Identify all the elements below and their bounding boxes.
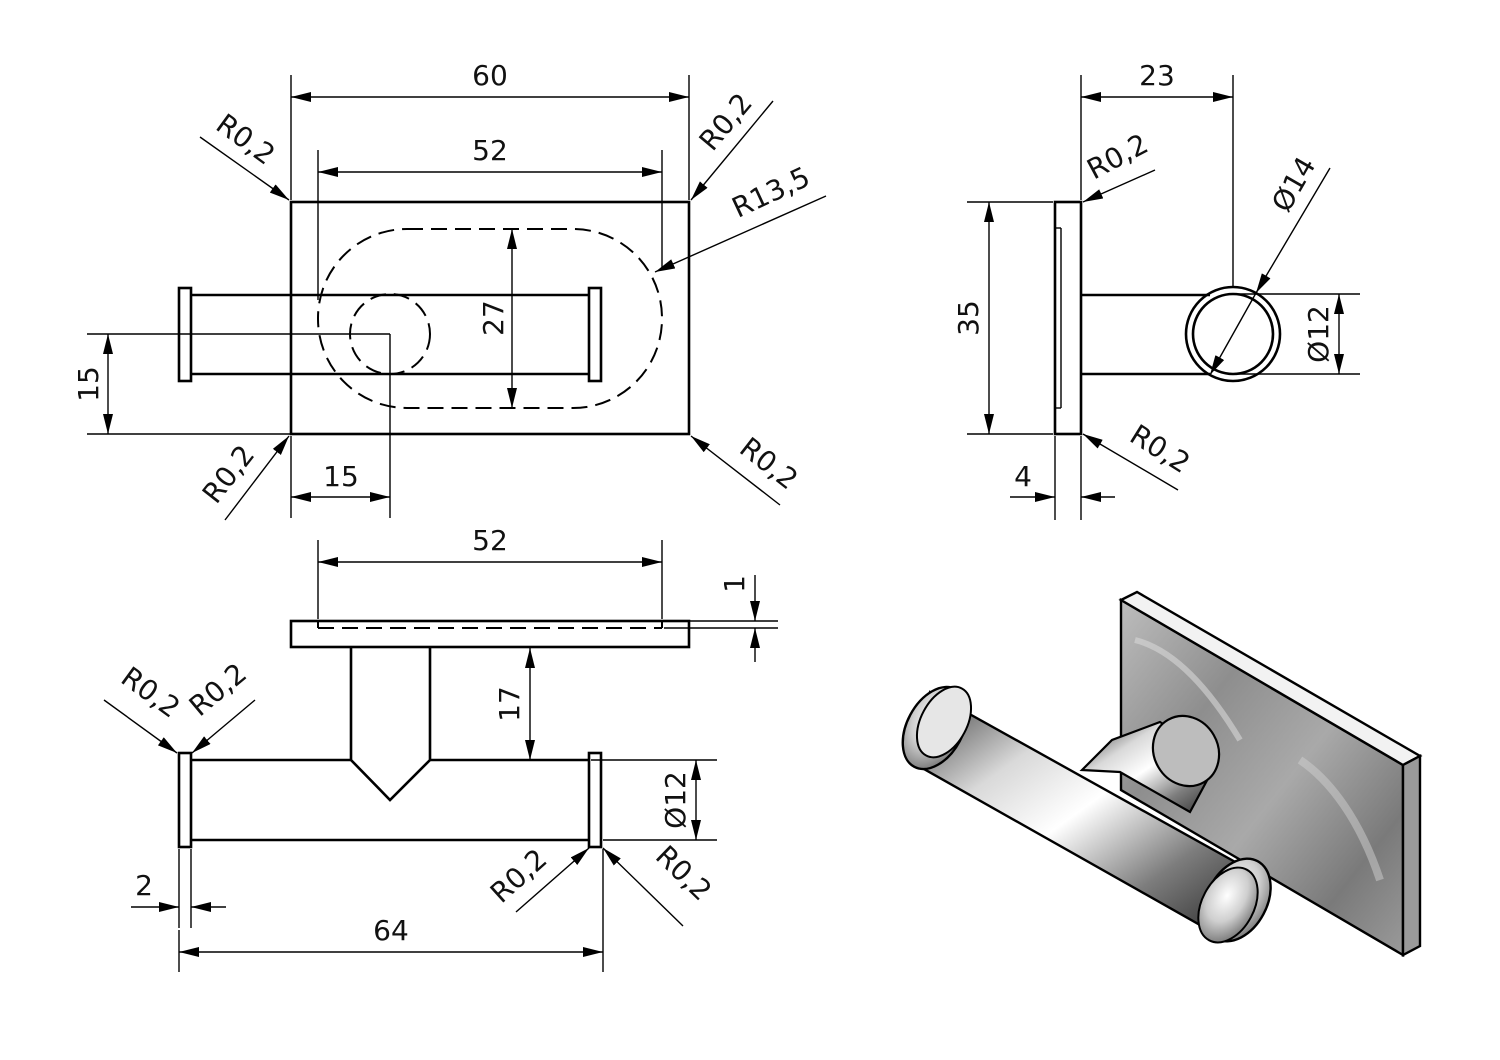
front-view-plate xyxy=(289,619,691,649)
dim-width-60: 60 xyxy=(472,59,508,92)
dim-rod-offset-15-h: 15 xyxy=(323,460,359,493)
dim-front-corner-ul-1: R0,2 xyxy=(115,660,186,724)
dim-inner-diameter: Ø12 xyxy=(1302,305,1335,363)
dim-corner-tl: R0,2 xyxy=(210,107,281,171)
top-view-plate xyxy=(289,200,691,436)
iso-plate-side xyxy=(1401,754,1422,957)
dim-side-corner-bottom: R0,2 xyxy=(1124,418,1196,480)
top-view-slot xyxy=(317,228,663,409)
front-view-cap-left xyxy=(177,751,193,849)
dim-slot-radius: R13,5 xyxy=(727,160,815,224)
dim-rod-length-64: 64 xyxy=(373,914,409,947)
dim-plate-thickness-4: 4 xyxy=(1014,460,1032,493)
dim-recess-52: 52 xyxy=(472,524,508,557)
dim-cap-thickness-2: 2 xyxy=(135,869,153,902)
dim-side-corner-top: R0,2 xyxy=(1082,127,1154,186)
dim-front-corner-ul-2: R0,2 xyxy=(183,657,253,723)
dim-front-corner-lr-2: R0,2 xyxy=(649,839,718,907)
side-view: 23 35 4 Ø14 Ø12 R0,2 R0,2 xyxy=(952,59,1360,520)
front-view-stem xyxy=(349,648,432,802)
front-view-cap-right xyxy=(587,751,603,849)
isometric-render xyxy=(901,590,1423,958)
dim-rod-offset-15-v: 15 xyxy=(72,366,105,402)
dim-slot-27: 27 xyxy=(477,300,510,336)
top-view-rod-cap-right xyxy=(587,286,603,383)
dim-rod-diameter: Ø12 xyxy=(659,771,692,829)
front-view: 52 1 17 Ø12 2 64 R0,2 R0,2 R0,2 R0 xyxy=(103,524,778,972)
dim-corner-tr: R0,2 xyxy=(693,87,759,157)
side-view-plate xyxy=(1053,200,1083,436)
top-view: 60 52 27 15 15 R13,5 R0,2 R0,2 R0,2 R0,2 xyxy=(72,59,827,521)
dim-front-corner-lr-1: R0,2 xyxy=(484,842,554,909)
dim-outer-diameter: Ø14 xyxy=(1265,151,1322,217)
dim-corner-bl: R0,2 xyxy=(196,439,261,510)
dim-depth-23: 23 xyxy=(1139,59,1175,92)
dim-height-35: 35 xyxy=(952,300,985,336)
dim-stem-17: 17 xyxy=(493,686,526,722)
dim-inner-52: 52 xyxy=(472,134,508,167)
dim-corner-br: R0,2 xyxy=(733,431,804,496)
dim-recess-depth-1: 1 xyxy=(718,575,751,593)
